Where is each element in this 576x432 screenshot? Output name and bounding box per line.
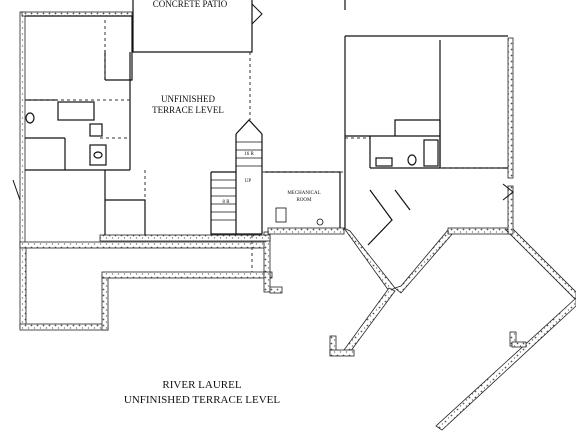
terrace-label-line2: TERRACE LEVEL [152,105,224,115]
foundation-walls [19,11,576,431]
stair-up-label: UP [245,179,252,184]
caption-title: RIVER LAUREL [162,379,241,391]
mechanical-label-line2: ROOM [296,198,312,203]
caption-subtitle: UNFINISHED TERRACE LEVEL [124,394,281,406]
floor-drain [316,218,324,226]
water-heater [275,207,287,223]
patio-label: CONCRETE PATIO [153,0,228,9]
stair-count-lower: 8 R [222,200,230,205]
terrace-label-line1: UNFINISHED [161,94,216,104]
interior-walls [25,0,508,246]
dashed-beams [25,20,505,272]
stair-treads [211,141,262,221]
mechanical-label-line1: MECHANICAL [287,191,320,196]
doors [12,3,514,201]
stair-count-upper: 16 R [244,152,254,157]
